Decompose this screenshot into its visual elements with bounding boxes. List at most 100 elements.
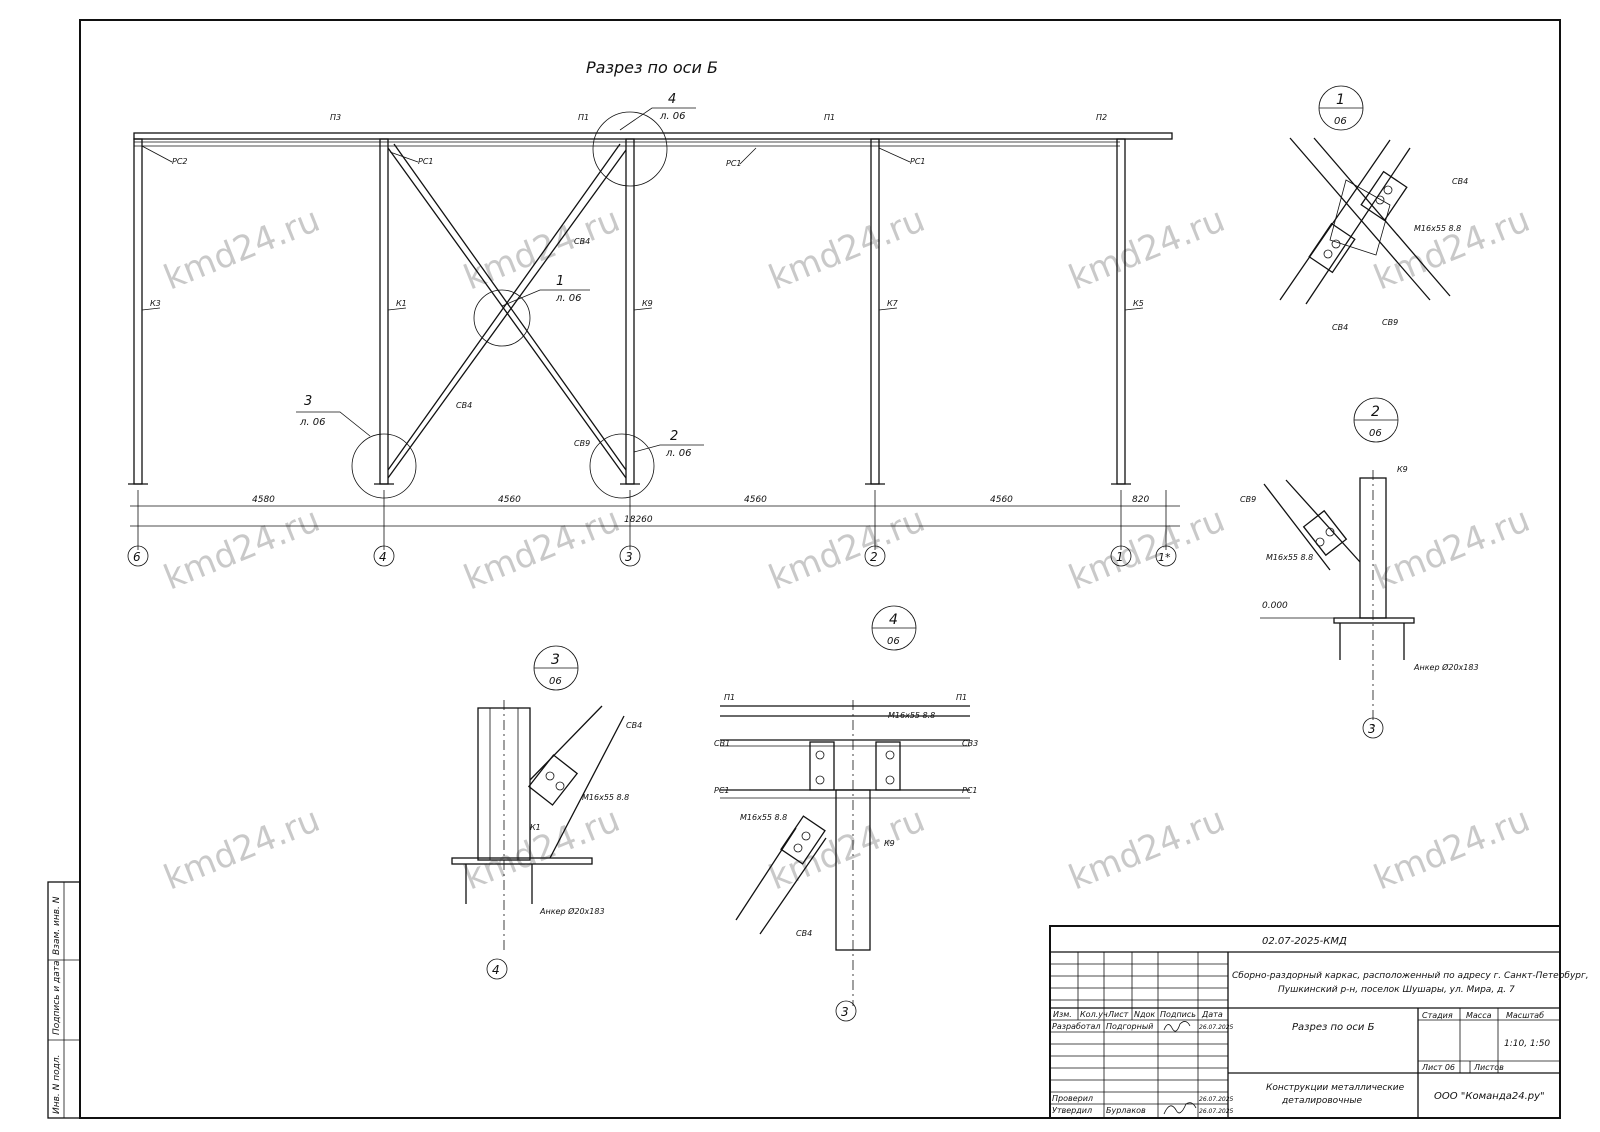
callout-sheet: л. 06 — [665, 448, 691, 459]
drawing-title: Разрез по оси Б — [586, 58, 718, 77]
detail-2: 2 06 0.000 СВ9 К9 М16х55 8.8 Анкер Ø20х1… — [1240, 397, 1479, 739]
detail-3: 3 06 СВ4 К1 М16х55 8.8 Анкер Ø20х183 4 — [451, 645, 642, 980]
detail-circle — [473, 289, 531, 347]
member-label: РС1 — [714, 786, 730, 795]
bolt-label: М16х55 8.8 — [888, 711, 935, 720]
member-label: П1 — [724, 693, 735, 702]
stamp-header: Масштаб — [1506, 1011, 1544, 1020]
sheet-title: Разрез по оси Б — [1292, 1022, 1375, 1033]
axis-markers: 6 4 3 2 1 1* — [127, 545, 1177, 567]
stamp-header: Подпись — [1160, 1010, 1196, 1019]
detail-sheet: 06 — [549, 676, 562, 687]
member-label: РС2 — [172, 157, 188, 166]
callout-number: 2 — [670, 429, 678, 444]
stamp-project: Пушкинский р-н, поселок Шушары, ул. Мира… — [1278, 985, 1515, 995]
stamp-header: Дата — [1201, 1010, 1223, 1019]
watermark: kmd24.ru — [1368, 500, 1535, 599]
member-label: РС1 — [962, 786, 978, 795]
callout-sheet: л. 06 — [555, 293, 581, 304]
stamp-header: Масса — [1466, 1011, 1492, 1020]
stamp-scale: 1:10, 1:50 — [1504, 1039, 1550, 1049]
member-label: К5 — [1133, 299, 1144, 308]
stamp-role: Разработал — [1052, 1022, 1100, 1031]
member-label: П3 — [330, 113, 341, 122]
doc-name: Конструкции металлические — [1266, 1083, 1405, 1093]
callout-number: 1 — [556, 274, 564, 289]
watermark: kmd24.ru — [458, 800, 625, 899]
column — [1116, 138, 1126, 485]
x-bracing — [387, 143, 627, 479]
callout-number: 3 — [304, 394, 312, 409]
bolt-label: М16х55 8.8 — [740, 813, 787, 822]
column — [870, 138, 880, 485]
side-stamp: Взам. инв. N Подпись и дата Инв. N подл. — [47, 881, 81, 1119]
member-label: П1 — [578, 113, 589, 122]
dimension-value: 4560 — [498, 495, 521, 505]
stamp-date: 26.07.2025 — [1199, 1024, 1234, 1031]
member-label: СВ1 — [714, 739, 730, 748]
dimension-value: 4580 — [252, 495, 275, 505]
watermark: kmd24.ru — [458, 200, 625, 299]
stamp-code: 02.07-2025-КМД — [1262, 936, 1347, 947]
detail-sheet: 06 — [1334, 116, 1347, 127]
stamp-sheets: Листов — [1473, 1063, 1504, 1072]
member-label: СВ4 — [626, 721, 642, 730]
detail-sheet: 06 — [1369, 428, 1382, 439]
stamp-project: Сборно-раздорный каркас, расположенный п… — [1232, 971, 1589, 981]
member-label: СВ4 — [456, 401, 472, 410]
dimensions — [130, 490, 1180, 550]
detail-number: 4 — [889, 612, 898, 628]
anchor-label: Анкер Ø20х183 — [539, 906, 605, 916]
axis-label: 6 — [133, 550, 141, 564]
dimension-value: 4560 — [990, 495, 1013, 505]
watermark: kmd24.ru — [158, 200, 325, 299]
main-elevation: Разрез по оси Б — [127, 58, 1180, 567]
member-label: СВ4 — [1332, 323, 1348, 332]
axis-label: 3 — [1368, 722, 1376, 736]
axis-label: 2 — [870, 550, 878, 564]
member-label: СВ4 — [574, 237, 590, 246]
stamp-org: ООО "Команда24.ру" — [1434, 1091, 1545, 1102]
dimension-value: 820 — [1132, 495, 1149, 505]
detail-number: 1 — [1336, 92, 1345, 108]
stamp-sheet-no: Лист 06 — [1421, 1063, 1455, 1072]
sheet-frame — [79, 19, 1561, 1119]
member-label: К1 — [530, 823, 541, 832]
stamp-date: 26.07.2025 — [1199, 1096, 1234, 1103]
stamp-name: Бурлаков — [1106, 1106, 1146, 1115]
watermark: kmd24.ru — [1063, 800, 1230, 899]
member-label: СВ9 — [1240, 495, 1256, 504]
member-label: К9 — [1397, 465, 1408, 474]
detail-number: 3 — [551, 652, 560, 668]
dimension-total: 18260 — [624, 515, 653, 525]
member-label: К9 — [884, 839, 895, 848]
side-stamp-label: Инв. N подл. — [52, 1055, 62, 1114]
signature — [1163, 1021, 1191, 1032]
member-label: СВ9 — [574, 439, 590, 448]
axis-label: 4 — [379, 550, 387, 564]
member-label: РС1 — [910, 157, 926, 166]
stamp-role: Утвердил — [1052, 1106, 1092, 1115]
column — [133, 138, 143, 485]
watermark: kmd24.ru — [1368, 200, 1535, 299]
bolt-label: М16х55 8.8 — [582, 793, 629, 802]
detail-circle — [589, 433, 655, 499]
watermark: kmd24.ru — [158, 800, 325, 899]
column — [625, 138, 635, 485]
bolt-label: М16х55 8.8 — [1266, 553, 1313, 562]
level-mark: 0.000 — [1262, 601, 1288, 611]
watermarks: kmd24.ru kmd24.ru kmd24.ru kmd24.ru kmd2… — [158, 200, 1535, 899]
roof-beam — [133, 132, 1173, 140]
member-label: СВ4 — [796, 929, 812, 938]
detail-circle — [592, 111, 668, 187]
doc-name: деталировочные — [1281, 1096, 1362, 1106]
member-label: К1 — [396, 299, 407, 308]
axis-label: 4 — [492, 963, 500, 977]
watermark: kmd24.ru — [458, 500, 625, 599]
watermark: kmd24.ru — [1063, 200, 1230, 299]
watermark: kmd24.ru — [763, 500, 930, 599]
axis-label: 3 — [841, 1005, 849, 1019]
column — [379, 138, 389, 485]
member-label: П1 — [956, 693, 967, 702]
